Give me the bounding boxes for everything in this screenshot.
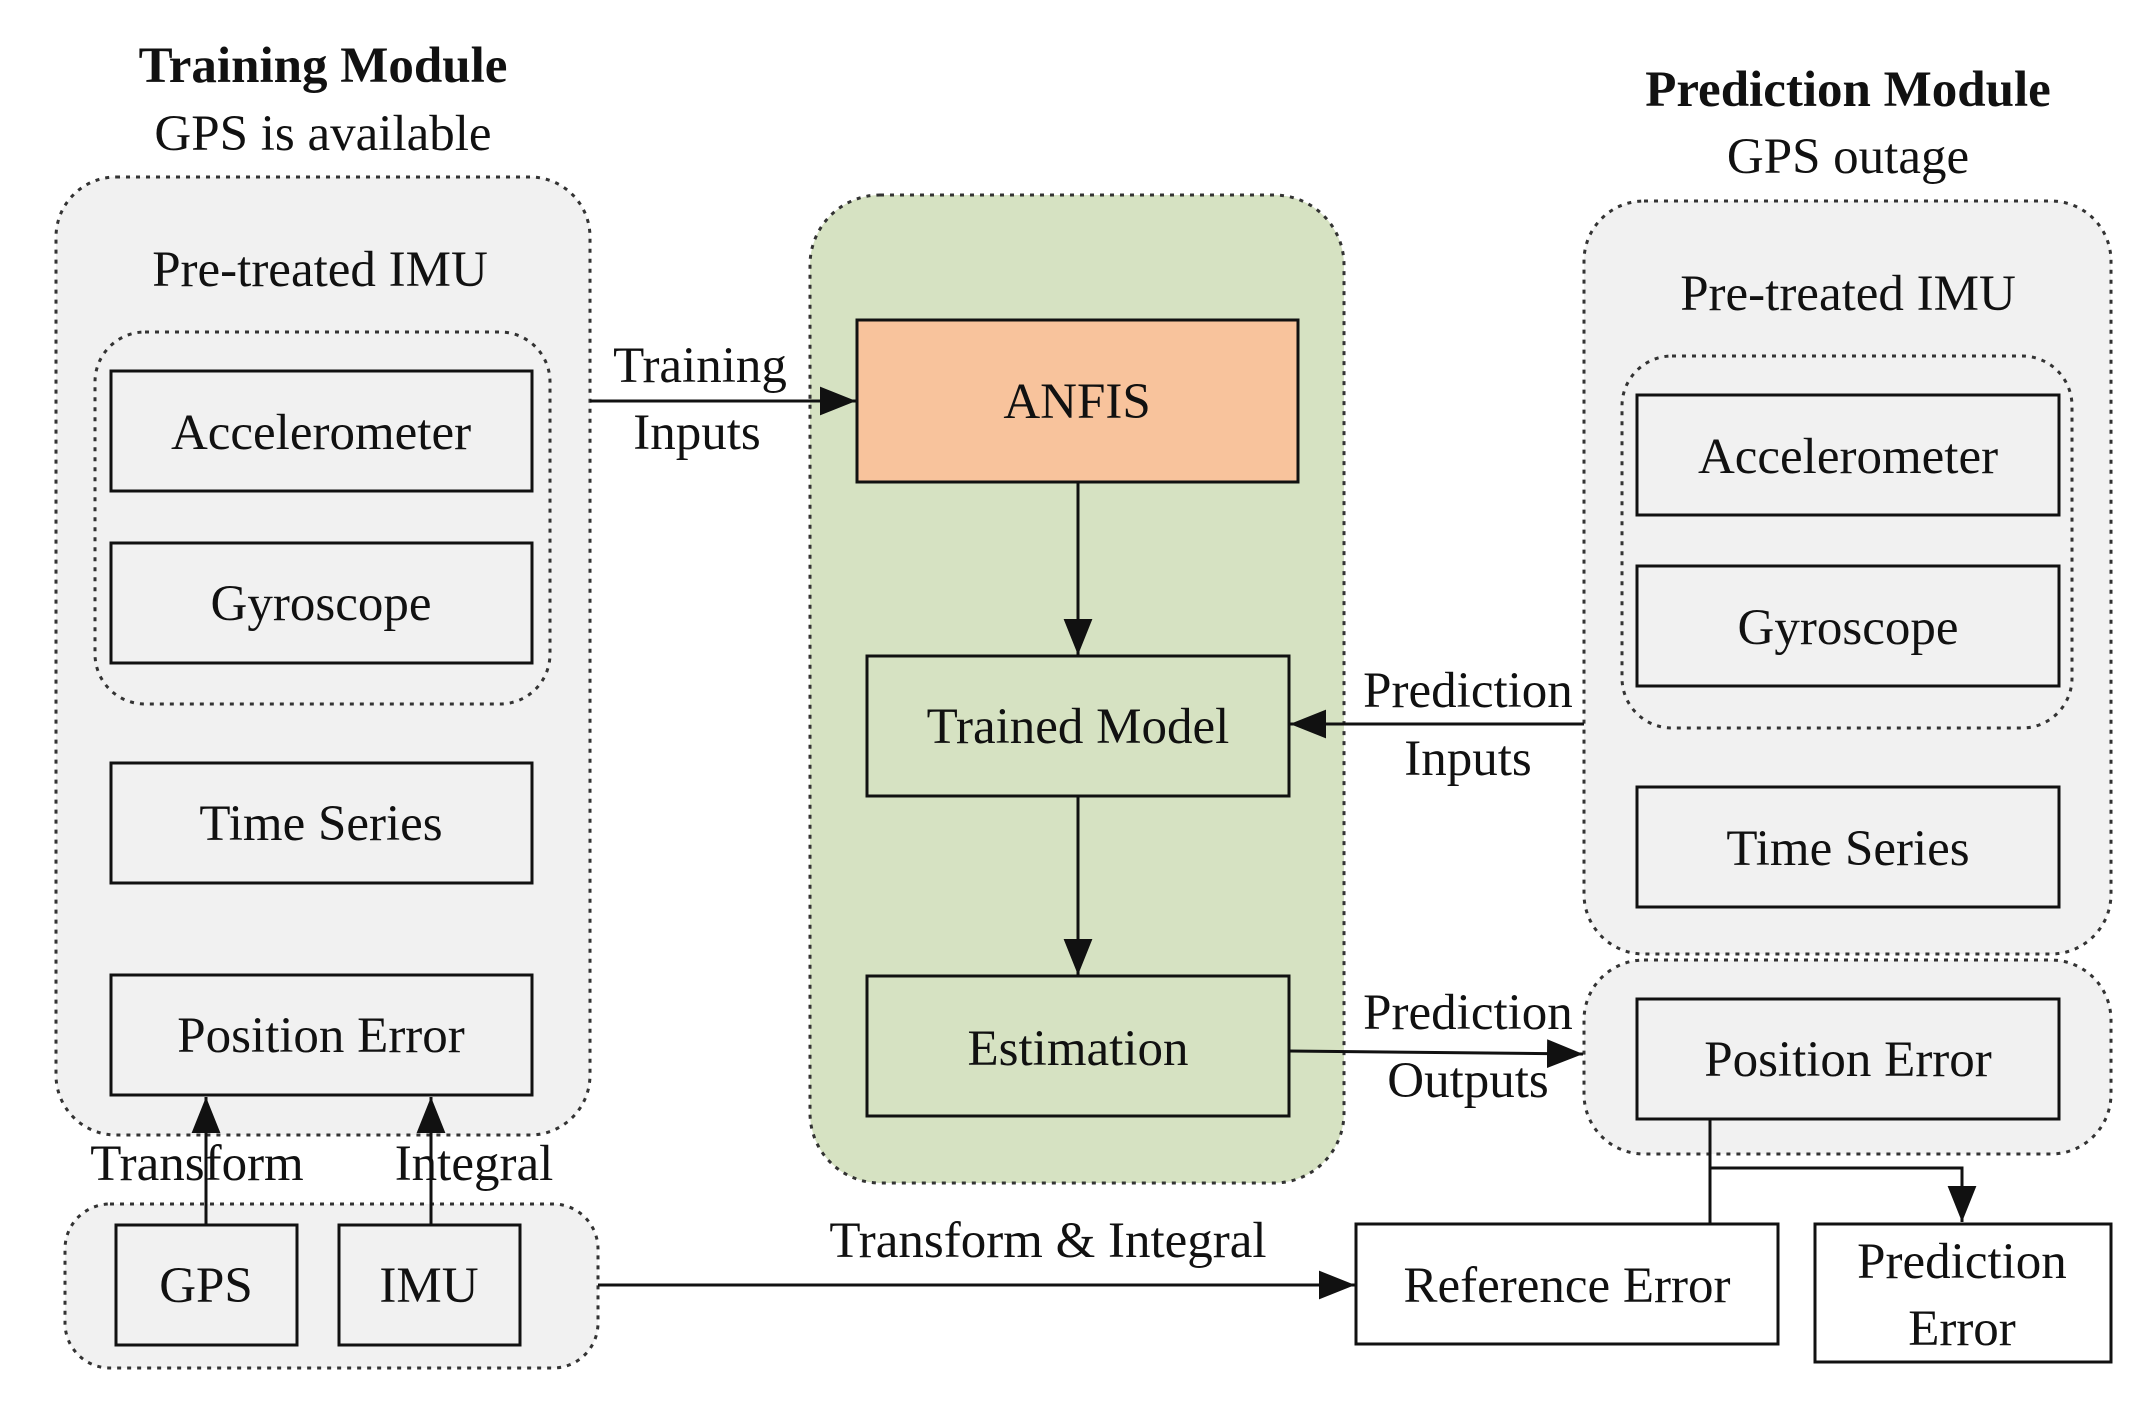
training-module-title: Training Module bbox=[139, 38, 508, 94]
trained-model-label: Trained Model bbox=[927, 699, 1230, 755]
prediction-module-subtitle: GPS outage bbox=[1727, 129, 1969, 185]
integral-edge-label: Integral bbox=[395, 1136, 554, 1192]
transform-integral-label: Transform & Integral bbox=[829, 1213, 1266, 1269]
estimation-label: Estimation bbox=[968, 1021, 1189, 1077]
training-time-series-label: Time Series bbox=[199, 796, 442, 852]
trained-model-box bbox=[865, 654, 1291, 798]
prediction-time-series-label: Time Series bbox=[1726, 821, 1969, 877]
training-imu-group-label: Pre-treated IMU bbox=[152, 242, 488, 298]
prediction-sensor-group bbox=[1620, 354, 2074, 730]
training-gyroscope-label: Gyroscope bbox=[211, 576, 432, 632]
prediction-inputs-label-1: Prediction bbox=[1363, 663, 1573, 719]
prediction-position-error-box bbox=[1635, 997, 2061, 1121]
reference-error-label: Reference Error bbox=[1403, 1258, 1730, 1314]
gps-box bbox=[114, 1223, 299, 1347]
training-gyroscope-box bbox=[109, 541, 534, 665]
prediction-inputs-label-2: Inputs bbox=[1404, 731, 1532, 787]
training-position-error-label: Position Error bbox=[177, 1008, 465, 1064]
prediction-time-series-box bbox=[1635, 785, 2061, 909]
transform-edge-label: Transform bbox=[90, 1136, 303, 1192]
imu-label: IMU bbox=[379, 1258, 478, 1314]
prediction-imu-group-label: Pre-treated IMU bbox=[1680, 266, 2016, 322]
training-accelerometer-label: Accelerometer bbox=[171, 405, 471, 461]
anfis-label: ANFIS bbox=[1003, 374, 1150, 430]
training-time-series-box bbox=[109, 761, 534, 885]
prediction-gyroscope-box bbox=[1635, 564, 2061, 688]
training-sensor-group bbox=[93, 330, 552, 706]
gps-label: GPS bbox=[159, 1258, 253, 1314]
prediction-accelerometer-box bbox=[1635, 393, 2061, 517]
anfis-box bbox=[855, 318, 1300, 484]
prediction-outputs-arrow bbox=[1288, 1039, 1584, 1069]
prediction-error-label-2: Error bbox=[1908, 1301, 2016, 1357]
reference-error-box bbox=[1354, 1222, 1780, 1346]
prediction-outputs-label-1: Prediction bbox=[1363, 985, 1573, 1041]
prediction-module-title: Prediction Module bbox=[1645, 62, 2051, 118]
training-inputs-label-2: Inputs bbox=[633, 405, 761, 461]
prediction-error-arrow bbox=[1710, 1166, 1977, 1222]
training-position-error-box bbox=[109, 973, 534, 1097]
prediction-error-box bbox=[1813, 1222, 2113, 1364]
training-accelerometer-box bbox=[109, 369, 534, 493]
prediction-error-label-1: Prediction bbox=[1857, 1234, 2067, 1290]
training-inputs-label-1: Training bbox=[613, 338, 787, 394]
training-module-subtitle: GPS is available bbox=[154, 106, 491, 162]
prediction-accelerometer-label: Accelerometer bbox=[1698, 429, 1998, 485]
prediction-gyroscope-label: Gyroscope bbox=[1738, 600, 1959, 656]
prediction-outputs-label-2: Outputs bbox=[1387, 1053, 1549, 1109]
prediction-position-error-label: Position Error bbox=[1704, 1032, 1992, 1088]
estimation-box bbox=[865, 974, 1291, 1118]
